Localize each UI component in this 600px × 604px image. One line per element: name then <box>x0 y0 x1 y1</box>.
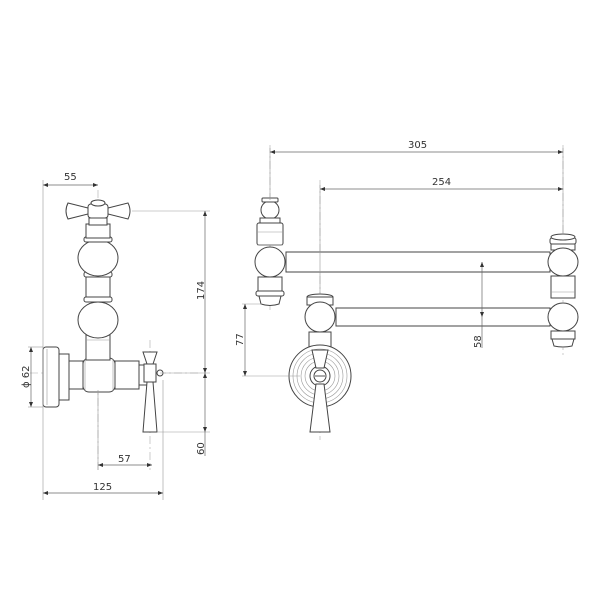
dim-125: 125 <box>43 380 164 500</box>
column <box>77 217 119 361</box>
body <box>68 357 148 393</box>
dim-vertical-right: 174 60 <box>132 210 210 456</box>
lower-arm <box>335 307 551 327</box>
dim-305: 305 <box>269 140 564 235</box>
dim-label-125: 125 <box>93 482 112 493</box>
upper-arm <box>285 251 551 273</box>
dim-label-diameter-62: ϕ 62 <box>21 366 32 389</box>
swivel-joint <box>547 233 579 348</box>
dim-58: 58 <box>473 262 484 348</box>
dim-label-55: 55 <box>64 172 77 183</box>
dim-label-77: 77 <box>235 333 246 346</box>
cross-handle <box>65 199 131 220</box>
dim-254: 254 <box>319 177 563 295</box>
dim-label-254: 254 <box>432 177 451 188</box>
dim-77: 77 <box>235 303 300 377</box>
dim-label-60: 60 <box>196 442 207 455</box>
dim-55: 55 <box>42 172 98 500</box>
dim-label-58: 58 <box>473 335 484 348</box>
dim-label-57: 57 <box>118 454 131 465</box>
spout-outlet <box>254 197 286 306</box>
side-lever <box>142 351 164 433</box>
dim-57: 57 <box>97 390 152 470</box>
wall-flange <box>42 346 70 408</box>
dim-diameter-62: ϕ 62 <box>21 346 43 408</box>
front-view: 305 254 77 58 <box>235 140 579 440</box>
side-view: 55 174 60 57 <box>21 172 210 500</box>
dim-label-174: 174 <box>196 281 207 300</box>
wall-valve <box>288 293 352 433</box>
dim-label-305: 305 <box>408 140 427 151</box>
